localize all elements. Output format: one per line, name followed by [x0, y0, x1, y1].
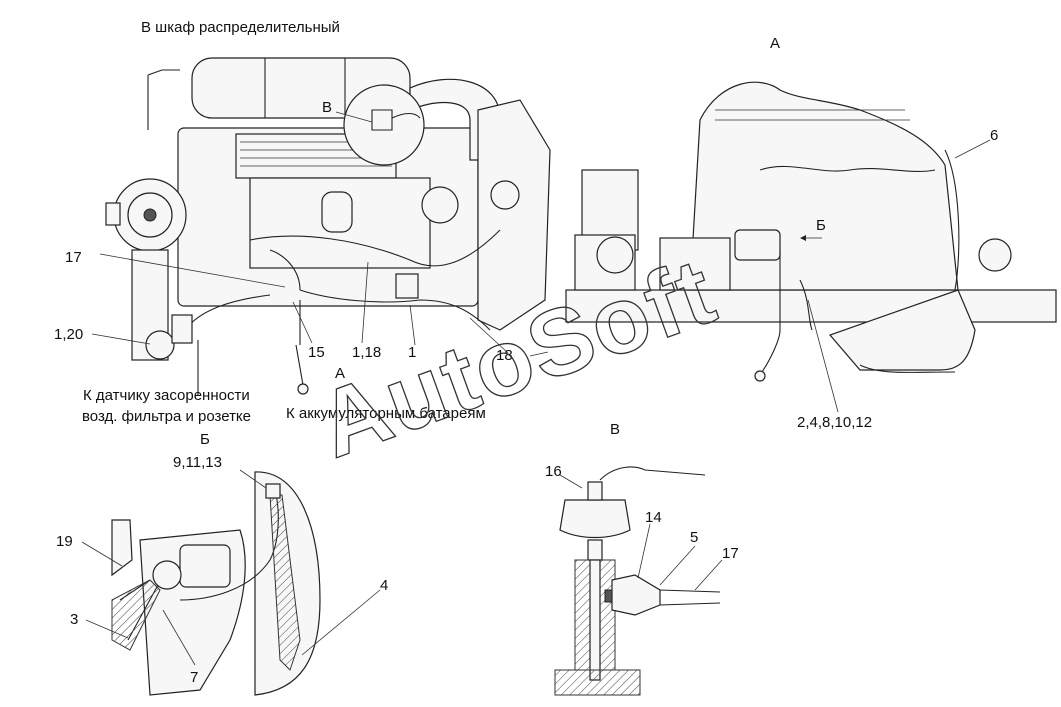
- view-v-title: В: [610, 421, 620, 438]
- leader-lines-main: [91, 111, 549, 357]
- battery-note: К аккумуляторным батареям: [286, 405, 486, 422]
- view-v: [554, 466, 721, 696]
- callout-17-main: 17: [65, 249, 82, 266]
- callout-15: 15: [308, 344, 325, 361]
- wire-harness: [269, 249, 491, 331]
- callout-6: 6: [990, 127, 998, 144]
- callout-b-arrow: Б: [816, 217, 826, 234]
- view-a: [565, 81, 1057, 382]
- callout-17-detail: 17: [722, 545, 739, 562]
- leader-lines-view-b: [81, 469, 381, 666]
- callout-5: 5: [690, 529, 698, 546]
- callout-9-11-13: 9,11,13: [173, 454, 222, 471]
- cabinet-note: В шкаф распределительный: [141, 19, 340, 36]
- callout-3: 3: [70, 611, 78, 628]
- sensor-note-line2: возд. фильтра и розетке: [82, 408, 251, 425]
- leader-lines-view-v: [559, 474, 723, 591]
- starter: [734, 229, 781, 261]
- view-a-title: А: [770, 35, 780, 52]
- sensor-note-line1: К датчику засоренности: [83, 387, 250, 404]
- callout-4: 4: [380, 577, 388, 594]
- view-b: [111, 471, 321, 696]
- callout-2-4-8-10-12: 2,4,8,10,12: [797, 414, 872, 431]
- callout-18: 18: [496, 347, 513, 364]
- frame-rail: [565, 289, 1057, 323]
- view-b-title: Б: [200, 431, 210, 448]
- pressure-sensor: [559, 499, 631, 539]
- detail-circle-v: [343, 84, 425, 166]
- callout-1: 1: [408, 344, 416, 361]
- leader-lines-view-a: [807, 139, 991, 413]
- callout-16: 16: [545, 463, 562, 480]
- callout-7: 7: [190, 669, 198, 686]
- callout-14: 14: [645, 509, 662, 526]
- callout-1-20: 1,20: [54, 326, 83, 343]
- callout-a-main: А: [335, 365, 345, 382]
- callout-v-main: В: [322, 99, 332, 116]
- main-engine-view: [105, 57, 551, 395]
- callout-1-18: 1,18: [352, 344, 381, 361]
- cabinet-cable: [147, 69, 180, 130]
- callout-19: 19: [56, 533, 73, 550]
